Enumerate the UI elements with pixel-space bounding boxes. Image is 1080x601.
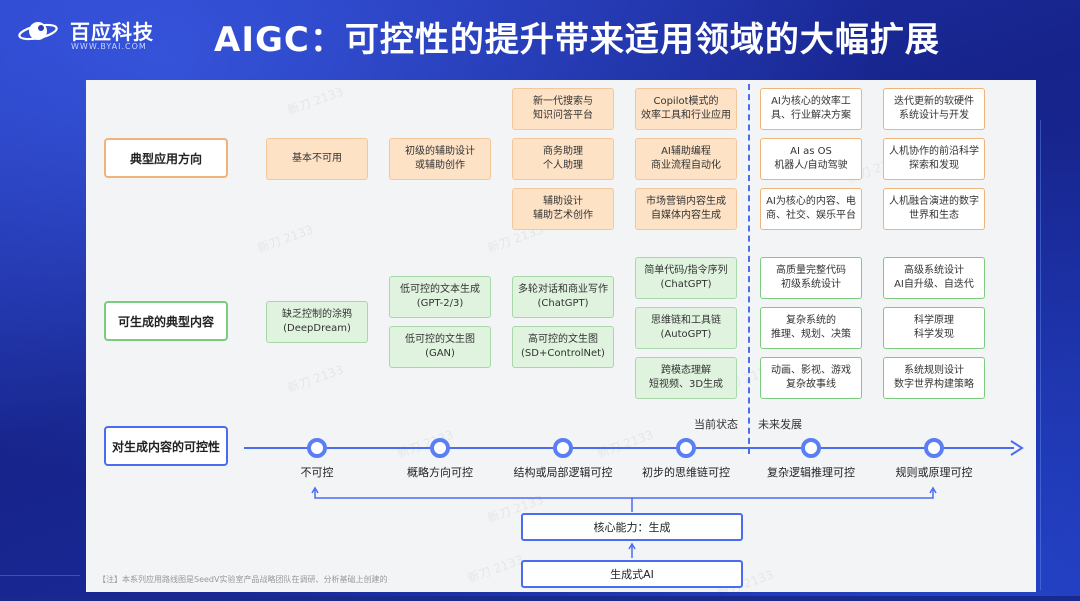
brand-name: 百应科技 bbox=[70, 20, 154, 44]
watermark: 新刀 2133 bbox=[255, 222, 316, 256]
control-level-label: 复杂逻辑推理可控 bbox=[767, 466, 855, 479]
brand-logo: 百应科技 WWW.BYAI.COM bbox=[18, 14, 158, 54]
control-level-dot bbox=[676, 438, 696, 458]
app-cell: 市场营销内容生成 自媒体内容生成 bbox=[635, 188, 737, 230]
row-label-content: 可生成的典型内容 bbox=[104, 301, 228, 341]
planet-logo-icon bbox=[18, 22, 58, 41]
content-cell: 缺乏控制的涂鸦 (DeepDream) bbox=[266, 301, 368, 343]
generative-ai-box: 生成式AI bbox=[521, 560, 743, 588]
control-level-label: 结构或局部逻辑可控 bbox=[513, 466, 613, 479]
content-cell-future: 复杂系统的 推理、规划、决策 bbox=[760, 307, 862, 349]
row-label-apps: 典型应用方向 bbox=[104, 138, 228, 178]
content-cell-future: 科学原理 科学发现 bbox=[883, 307, 985, 349]
control-level-label: 初步的思维链可控 bbox=[642, 466, 730, 479]
watermark: 新刀 2133 bbox=[595, 427, 656, 461]
brand-url: WWW.BYAI.COM bbox=[71, 42, 147, 51]
app-cell: 新一代搜索与 知识问答平台 bbox=[512, 88, 614, 130]
content-cell-future: 动画、影视、游戏 复杂故事线 bbox=[760, 357, 862, 399]
app-cell: AI辅助编程 商业流程自动化 bbox=[635, 138, 737, 180]
content-cell: 简单代码/指令序列 (ChatGPT) bbox=[635, 257, 737, 299]
control-level-dot bbox=[430, 438, 450, 458]
content-cell: 高可控的文生图 (SD+ControlNet) bbox=[512, 326, 614, 368]
app-cell: 基本不可用 bbox=[266, 138, 368, 180]
app-cell-future: AI为核心的内容、电 商、社交、娱乐平台 bbox=[760, 188, 862, 230]
app-cell-future: AI as OS 机器人/自动驾驶 bbox=[760, 138, 862, 180]
app-cell-future: AI为核心的效率工 具、行业解决方案 bbox=[760, 88, 862, 130]
content-cell: 低可控的文生图 (GAN) bbox=[389, 326, 491, 368]
control-level-dot bbox=[553, 438, 573, 458]
app-cell: Copilot模式的 效率工具和行业应用 bbox=[635, 88, 737, 130]
background-line bbox=[0, 575, 80, 576]
watermark: 新刀 2133 bbox=[285, 84, 346, 118]
content-cell-future: 高质量完整代码 初级系统设计 bbox=[760, 257, 862, 299]
core-capability-box: 核心能力：生成 bbox=[521, 513, 743, 541]
roadmap-panel: 新刀 2133 新刀 2133 新刀 2133 新刀 2133 新刀 2133 … bbox=[86, 80, 1036, 601]
watermark: 新刀 2133 bbox=[285, 362, 346, 396]
app-cell-future: 人机融合演进的数字 世界和生态 bbox=[883, 188, 985, 230]
background-line bbox=[1040, 120, 1041, 590]
control-axis-line bbox=[244, 447, 1014, 449]
footnote: 【注】本系列应用路线图是SeedV实验室产品战略团队在调研、分析基础上创建的 bbox=[98, 575, 388, 584]
watermark: 新刀 2133 bbox=[465, 552, 526, 586]
control-level-dot bbox=[801, 438, 821, 458]
row-label-control: 对生成内容的可控性 bbox=[104, 426, 228, 466]
control-level-dot bbox=[307, 438, 327, 458]
current-future-divider bbox=[748, 84, 750, 454]
axis-arrow-icon bbox=[1010, 440, 1024, 456]
control-level-label: 规则或原理可控 bbox=[895, 466, 973, 479]
app-cell: 商务助理 个人助理 bbox=[512, 138, 614, 180]
control-level-label: 概略方向可控 bbox=[407, 466, 473, 479]
content-cell: 低可控的文本生成 (GPT-2/3) bbox=[389, 276, 491, 318]
control-level-label: 不可控 bbox=[300, 466, 334, 479]
app-cell: 初级的辅助设计 或辅助创作 bbox=[389, 138, 491, 180]
current-state-label: 当前状态 bbox=[694, 418, 738, 431]
content-cell-future: 高级系统设计 AI自升级、自迭代 bbox=[883, 257, 985, 299]
content-cell-future: 系统规则设计 数字世界构建策略 bbox=[883, 357, 985, 399]
app-cell: 辅助设计 辅助艺术创作 bbox=[512, 188, 614, 230]
app-cell-future: 人机协作的前沿科学 探索和发现 bbox=[883, 138, 985, 180]
content-cell: 跨模态理解 短视频、3D生成 bbox=[635, 357, 737, 399]
content-cell: 多轮对话和商业写作 (ChatGPT) bbox=[512, 276, 614, 318]
content-cell: 思维链和工具链 (AutoGPT) bbox=[635, 307, 737, 349]
future-state-label: 未来发展 bbox=[758, 418, 802, 431]
header: 百应科技 WWW.BYAI.COM AIGC：可控性的提升带来适用领域的大幅扩展 bbox=[0, 0, 1080, 72]
app-cell-future: 迭代更新的软硬件 系统设计与开发 bbox=[883, 88, 985, 130]
control-level-dot bbox=[924, 438, 944, 458]
page-title: AIGC：可控性的提升带来适用领域的大幅扩展 bbox=[214, 20, 940, 60]
